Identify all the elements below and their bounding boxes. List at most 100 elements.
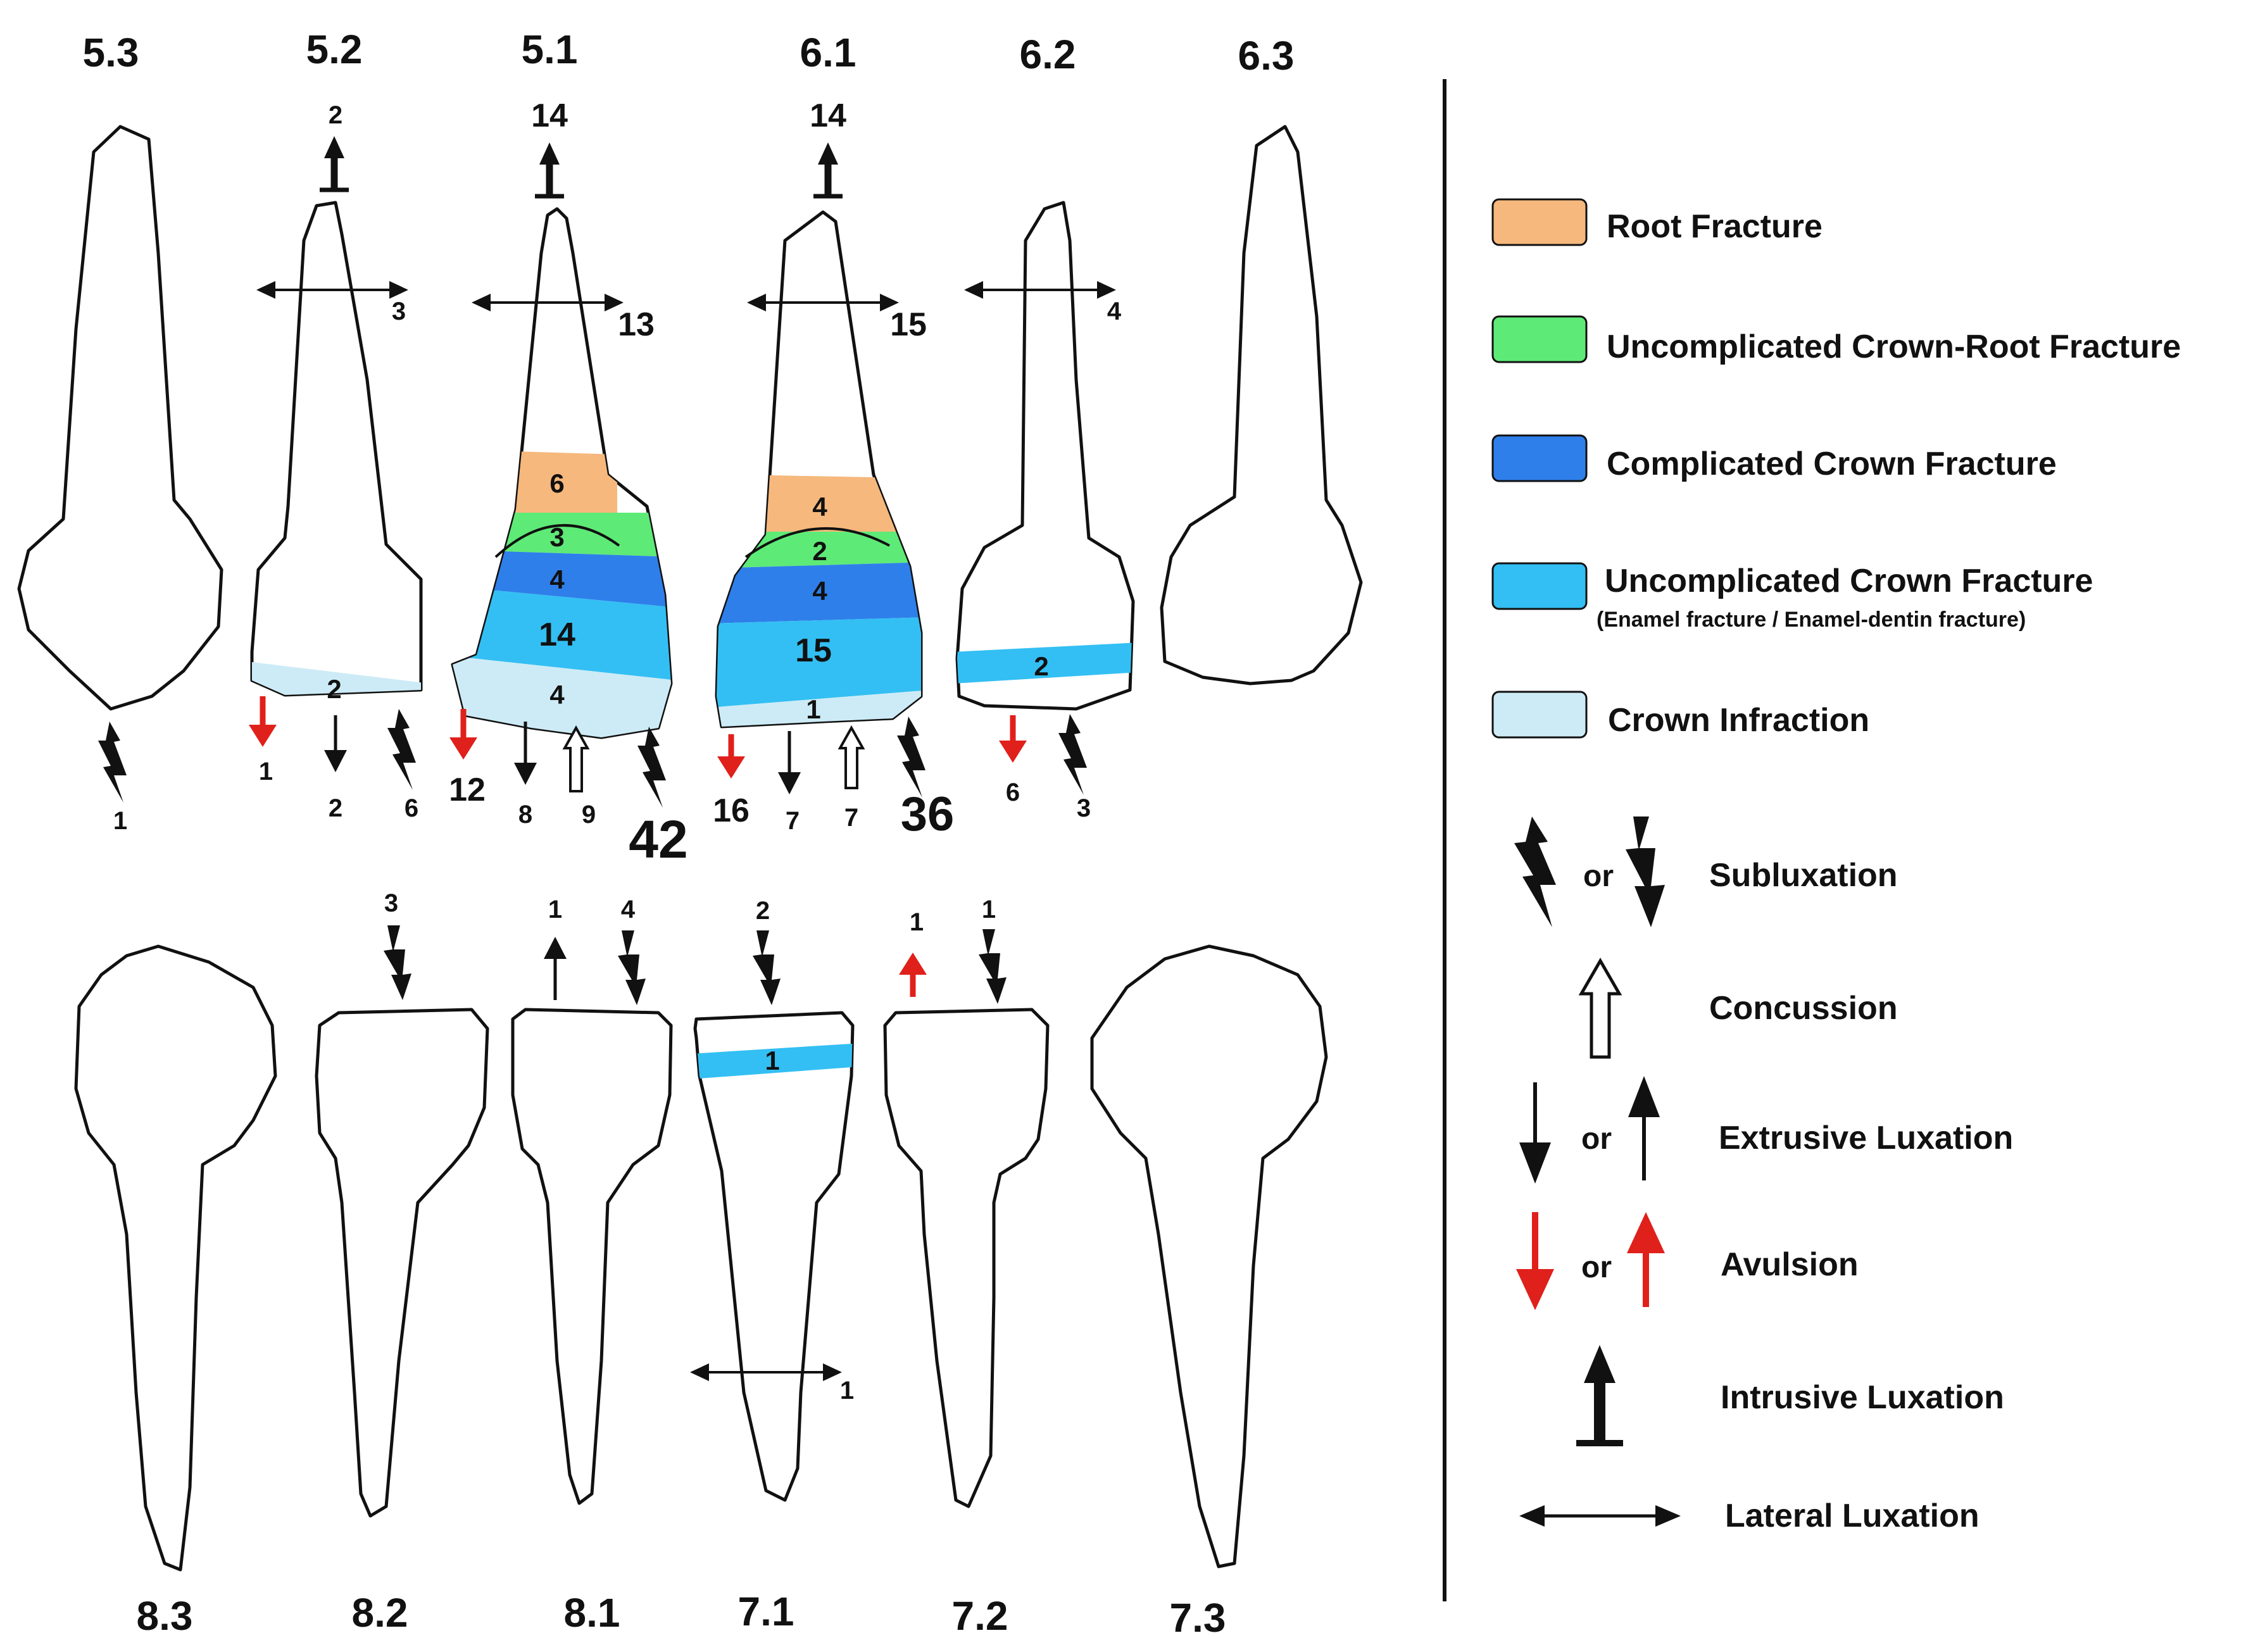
extrusive-luxation-icon <box>324 715 347 772</box>
legend-label-root-fracture: Root Fracture <box>1607 208 1823 245</box>
tooth-8-2 <box>315 1008 489 1518</box>
band-6-1-uncomplicated-crown <box>717 617 921 708</box>
band-value: 4 <box>812 492 827 522</box>
avulsion-icon <box>999 715 1027 763</box>
band-6-1-crown-root-fracture <box>717 532 921 568</box>
band-5-1-root-fracture <box>494 451 617 518</box>
lateral-luxation-icon <box>690 1363 842 1381</box>
legend-label-avulsion: Avulsion <box>1721 1246 1859 1283</box>
tooth-id-label: 5.2 <box>306 27 363 72</box>
legend-swatch-complicated-crown <box>1491 434 1588 482</box>
teeth-outlines <box>17 125 1363 1572</box>
avulsion-icon <box>899 953 927 997</box>
legend-lateral-icon <box>1519 1505 1681 1527</box>
count-label: 8 <box>518 801 532 829</box>
subluxation-icon <box>897 716 925 798</box>
legend-label-crown-root: Uncomplicated Crown-Root Fracture <box>1607 329 2181 365</box>
count-label: 16 <box>713 792 750 829</box>
avulsion-icon <box>449 709 477 760</box>
count-label: 2 <box>329 101 342 129</box>
band-6-1-complicated-crown <box>717 562 921 623</box>
tooth-id-label: 8.3 <box>137 1593 193 1639</box>
tooth-7-1 <box>693 1011 855 1502</box>
tooth-5-2 <box>250 201 423 697</box>
injury-counts: 2 3 14 13 14 15 4 1 1 2 6 12 8 9 42 16 7… <box>113 97 1122 1405</box>
legend-label-uncomplicated-crown: Uncomplicated Crown Fracture <box>1605 563 2093 599</box>
band-5-1-crown-infraction <box>453 655 671 737</box>
legend-subluxation-up-icon <box>1514 817 1556 927</box>
band-value: 2 <box>812 536 827 566</box>
tooth-id-label: 7.2 <box>952 1593 1008 1639</box>
legend-extrusive-down-icon <box>1519 1082 1551 1184</box>
count-label: 4 <box>621 896 636 923</box>
subluxation-icon <box>1058 714 1087 795</box>
tooth-id-label: 6.2 <box>1020 32 1076 77</box>
tooth-8-1 <box>511 1008 673 1505</box>
legend-extrusive-up-icon <box>1628 1076 1660 1180</box>
legend-avulsion-down-icon <box>1516 1212 1554 1310</box>
legend-avulsion-up-icon <box>1627 1212 1665 1307</box>
count-label: 7 <box>844 804 858 832</box>
count-label: 42 <box>629 810 687 869</box>
band-value: 2 <box>1034 651 1048 681</box>
injury-symbols <box>98 136 1116 1381</box>
count-label: 15 <box>890 306 927 343</box>
subluxation-icon <box>979 929 1007 1004</box>
count-label: 3 <box>1077 794 1091 822</box>
tooth-7-2 <box>883 1008 1050 1508</box>
tooth-id-label: 7.3 <box>1170 1595 1226 1641</box>
count-label: 2 <box>329 794 342 822</box>
band-value: 4 <box>812 576 827 606</box>
extrusive-luxation-icon <box>778 731 801 794</box>
band-value: 1 <box>806 694 820 724</box>
tooth-id-label: 6.3 <box>1238 33 1295 78</box>
tooth-id-label: 6.1 <box>800 30 856 75</box>
intrusive-luxation-icon <box>320 136 349 192</box>
avulsion-icon <box>717 734 745 779</box>
legend-or: or <box>1581 1251 1612 1284</box>
count-label: 3 <box>392 297 406 325</box>
intrusive-luxation-icon <box>535 142 564 199</box>
legend-label-concussion: Concussion <box>1709 990 1898 1027</box>
count-label: 14 <box>531 97 568 134</box>
legend: Root Fracture Uncomplicated Crown-Root F… <box>1491 198 2181 1534</box>
band-value: 4 <box>549 680 565 710</box>
lateral-luxation-icon <box>747 294 899 311</box>
count-label: 1 <box>982 896 996 923</box>
count-label: 6 <box>405 794 418 822</box>
tooth-5-1-crown-arc <box>494 524 620 558</box>
subluxation-icon <box>637 727 666 808</box>
subluxation-icon <box>618 930 646 1005</box>
legend-or: or <box>1583 860 1614 893</box>
band-value-labels: 2 6 3 4 14 4 4 2 4 15 1 2 1 <box>327 468 1048 1075</box>
legend-swatch-crown-root <box>1491 315 1588 363</box>
avulsion-icon <box>249 696 277 747</box>
count-label: 13 <box>618 306 655 343</box>
legend-label-subluxation: Subluxation <box>1709 857 1898 894</box>
legend-note-uncomplicated-crown: (Enamel fracture / Enamel-dentin fractur… <box>1597 608 2026 632</box>
subluxation-icon <box>98 722 127 803</box>
band-value: 14 <box>539 616 575 653</box>
count-label: 4 <box>1107 297 1122 325</box>
count-label: 9 <box>582 801 596 829</box>
lateral-luxation-icon <box>472 294 624 311</box>
legend-swatch-uncomplicated-crown <box>1491 562 1588 610</box>
lateral-luxation-icon <box>964 281 1116 299</box>
legend-or: or <box>1581 1122 1612 1156</box>
tooth-6-2 <box>955 201 1135 711</box>
tooth-7-3 <box>1090 944 1328 1568</box>
legend-swatch-crown-infraction <box>1491 691 1588 739</box>
intrusive-luxation-icon <box>813 142 843 199</box>
count-label: 1 <box>259 758 273 785</box>
tooth-id-label: 5.1 <box>522 27 578 72</box>
subluxation-icon <box>387 709 416 790</box>
concussion-icon <box>838 725 865 789</box>
tooth-id-label: 8.1 <box>564 1590 620 1636</box>
band-value: 15 <box>795 632 832 669</box>
band-5-1-uncomplicated-crown <box>453 585 671 680</box>
subluxation-icon <box>384 925 411 1000</box>
count-label: 6 <box>1006 779 1020 806</box>
band-value: 6 <box>549 468 564 498</box>
count-label: 36 <box>901 787 955 841</box>
